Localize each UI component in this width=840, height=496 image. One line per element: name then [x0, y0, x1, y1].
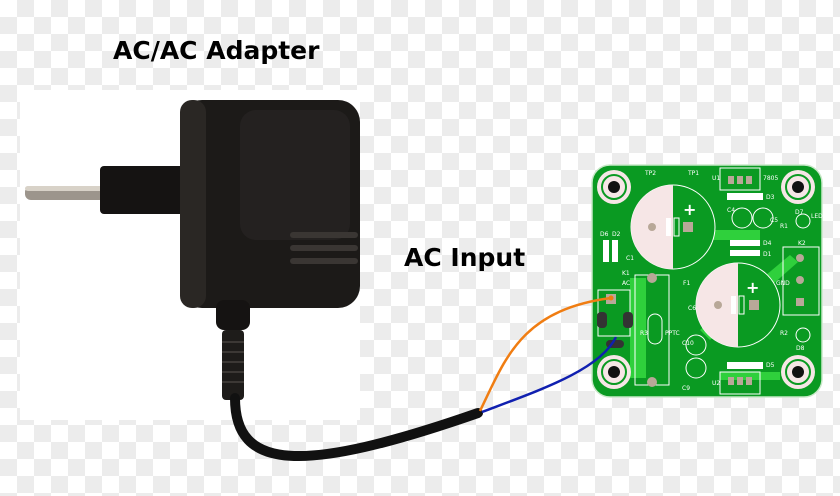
silk-u2: U2	[712, 380, 720, 387]
silk-c4: C4	[727, 207, 735, 214]
silk-k2: K2	[798, 240, 806, 247]
silk-d4: D4	[763, 240, 772, 247]
silk-d2: D2	[612, 231, 621, 238]
svg-text:+: +	[746, 278, 759, 297]
silk-d6: D6	[600, 231, 609, 238]
adapter-cable	[230, 393, 483, 462]
silk-f1: F1	[683, 280, 690, 287]
silk-7805: 7805	[763, 175, 778, 182]
silk-d7: D7	[795, 209, 804, 216]
silk-u1: U1	[712, 175, 720, 182]
silk-r1: R1	[780, 223, 788, 230]
mounting-holes	[597, 170, 815, 389]
plug-shroud	[100, 166, 190, 214]
orange-wire	[478, 296, 612, 412]
silk-tp1: TP1	[687, 170, 699, 177]
silk-r3: R3	[640, 330, 648, 337]
silk-tp2: TP2	[644, 170, 656, 177]
strain-relief	[222, 330, 244, 400]
ac-adapter	[25, 100, 360, 400]
silk-c10: C10	[682, 340, 694, 347]
silk-pptc: PPTC	[665, 330, 680, 337]
power-supply-pcb: + + TP2 T	[591, 164, 823, 398]
silk-c9: C9	[682, 385, 690, 392]
silk-r2: R2	[780, 330, 788, 337]
ac-input-label: AC Input	[404, 243, 526, 272]
silk-c5: C5	[770, 217, 778, 224]
silk-gnd: GND	[776, 280, 790, 287]
silk-d5: D5	[766, 362, 775, 369]
silk-k1: K1	[622, 270, 630, 277]
blue-wire	[481, 336, 618, 414]
capacitor-c1: +	[630, 184, 716, 270]
silk-ac: AC	[622, 280, 630, 287]
regulator-u1	[719, 167, 761, 191]
silk-d3: D3	[766, 194, 775, 201]
silk-d1: D1	[763, 251, 772, 258]
silk-c1: C1	[626, 255, 634, 262]
regulator-u2	[719, 371, 761, 395]
adapter-title: AC/AC Adapter	[113, 36, 320, 65]
capacitor-c6: +	[695, 262, 781, 348]
silk-d8: D8	[796, 345, 805, 352]
output-terminal-k2	[782, 246, 820, 316]
silk-led: LED	[811, 213, 823, 220]
svg-text:+: +	[683, 200, 696, 219]
silk-c6: C6	[688, 305, 696, 312]
